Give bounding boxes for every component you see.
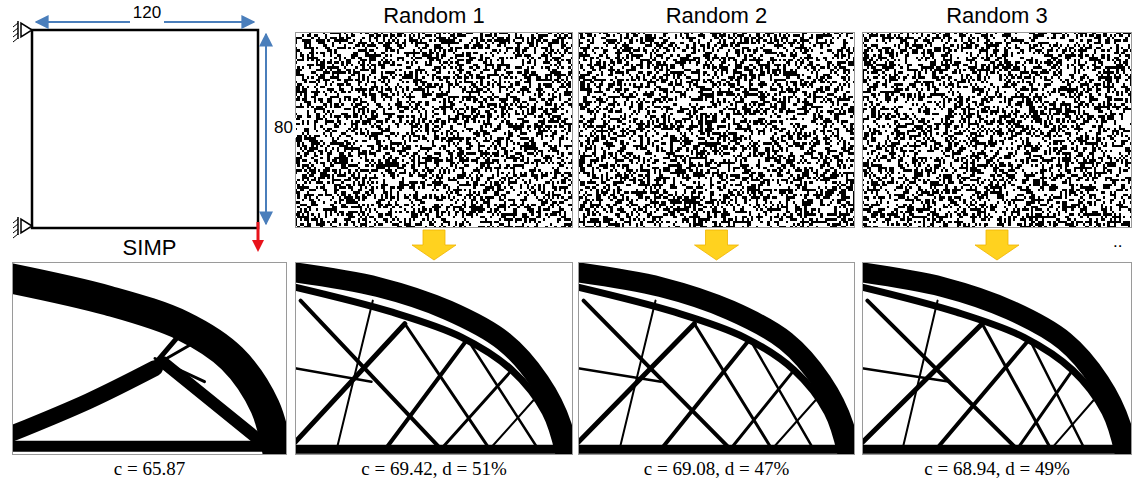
panel-border (296, 263, 573, 455)
structural-member (578, 368, 661, 382)
structural-member (295, 368, 371, 382)
panel-image (862, 262, 1132, 455)
compliance-caption: c = 69.42, d = 51% (295, 455, 573, 483)
structural-member (694, 324, 772, 449)
structural-member (405, 324, 490, 449)
panel-ground (862, 32, 1132, 228)
dimension-label: 80 (271, 118, 296, 138)
structural-member (936, 339, 1029, 449)
design-domain (32, 30, 258, 228)
figure-panel: SIMP c = 65.87 (12, 234, 287, 483)
structural-member (862, 368, 950, 382)
structural-member (903, 301, 938, 450)
structural-member (982, 324, 1051, 449)
structural-member (295, 287, 559, 455)
compliance-caption: c = 68.94, d = 49% (862, 455, 1132, 483)
figure-panel: c = 69.08, d = 47% (578, 262, 855, 483)
load-arrow-shaft (257, 222, 260, 242)
support-hatch (13, 23, 18, 42)
random-density-field (295, 32, 573, 228)
panel-border (296, 33, 573, 228)
compliance-caption: c = 65.87 (12, 455, 287, 483)
structural-member (730, 370, 794, 449)
figure-panel: c = 68.94, d = 49% (862, 262, 1132, 483)
structural-member (578, 272, 849, 455)
panel-border (579, 263, 855, 455)
load-arrowhead (252, 240, 264, 252)
panel-image (295, 262, 573, 455)
structural-member (163, 362, 270, 449)
structural-member (862, 272, 1127, 455)
structural-member (490, 393, 540, 449)
random-density-field (862, 32, 1132, 228)
ellipsis-mark: .. (1110, 232, 1125, 252)
panel-title: Random 1 (295, 0, 573, 32)
panel-illustrations (7, 32, 1133, 459)
support-triangle (21, 219, 32, 233)
pin-support (13, 21, 32, 42)
structural-member (1029, 339, 1084, 449)
panel-border (13, 263, 287, 455)
figure-panel: Random 3 (862, 0, 1132, 228)
structural-member (337, 301, 373, 450)
panel-ground (295, 32, 573, 228)
random-density-field (578, 32, 855, 228)
structural-member (750, 339, 814, 449)
panel-title: SIMP (12, 234, 287, 262)
figure-panel: Random 1 (295, 0, 573, 228)
structural-member (584, 301, 731, 450)
height-dimension-line (265, 34, 267, 224)
structural-member (467, 339, 538, 449)
figure-panel: Random 2 (578, 0, 855, 228)
structural-member (578, 287, 841, 455)
process-arrow (975, 230, 1019, 260)
structural-member (862, 324, 982, 446)
structural-member (12, 441, 284, 452)
panel-image (862, 32, 1132, 228)
panel-border (863, 263, 1132, 455)
dimension-label: 120 (130, 3, 164, 23)
structural-member (867, 301, 1017, 450)
structural-member (12, 277, 279, 455)
structural-member (301, 301, 441, 450)
pin-support (13, 217, 32, 238)
panel-image (12, 262, 287, 455)
figure-panel: c = 69.42, d = 51% (295, 262, 573, 483)
compliance-caption: c = 69.08, d = 47% (578, 455, 855, 483)
panel-border (579, 33, 855, 228)
support-hatch (13, 219, 18, 238)
structural-member (295, 324, 405, 446)
panel-image (578, 262, 855, 455)
structural-member (772, 393, 822, 449)
structural-member (295, 272, 567, 455)
support-triangle (21, 23, 32, 37)
panel-border (863, 33, 1132, 228)
boundary-condition-sketch (13, 21, 266, 252)
panel-image (295, 32, 573, 228)
structural-member (620, 301, 656, 450)
panel-image (578, 32, 855, 228)
panel-ground (578, 32, 855, 228)
panel-title: Random 2 (578, 0, 855, 32)
panel-title: Random 3 (862, 0, 1132, 32)
structural-member (862, 287, 1119, 455)
structural-member (1051, 393, 1100, 449)
process-arrow (695, 230, 739, 260)
process-arrow (412, 230, 456, 260)
